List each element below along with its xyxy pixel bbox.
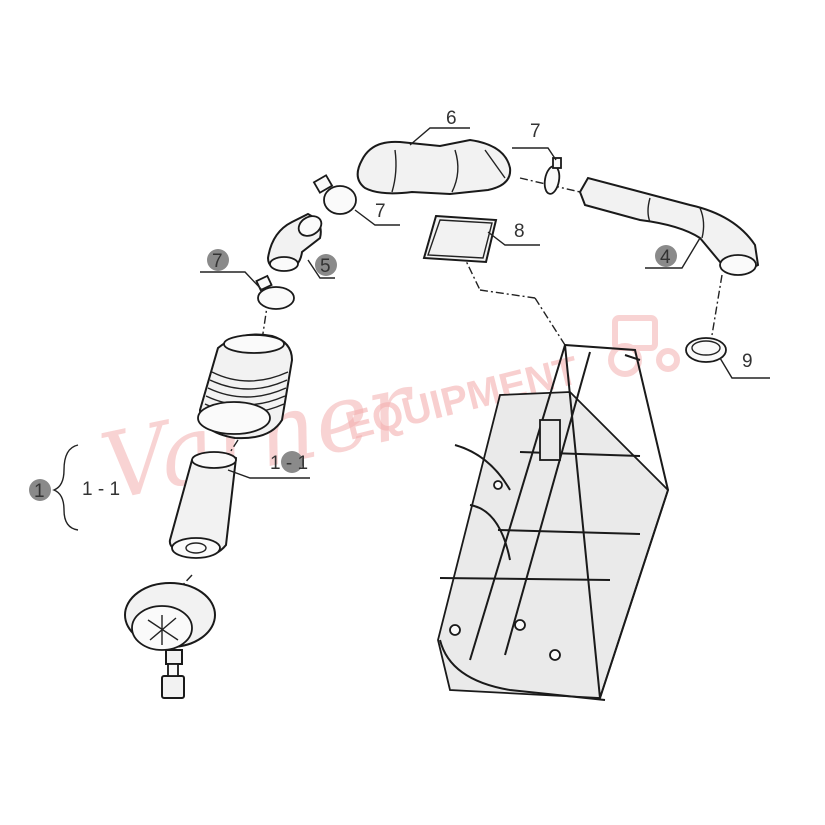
hose-clamp-part-9 bbox=[685, 337, 727, 363]
label-1-1-right: 1 - 1 bbox=[270, 453, 308, 474]
label-7a: 7 bbox=[530, 121, 541, 142]
label-5: 5 bbox=[320, 256, 331, 277]
leader-lines bbox=[52, 127, 770, 531]
callout-7-lower: 7 bbox=[207, 249, 229, 272]
callout-1-1-left: 1 - 1 bbox=[82, 479, 120, 500]
callout-7-top: 7 bbox=[530, 121, 541, 142]
hose-clamp-part-7-upper bbox=[543, 157, 562, 195]
label-8: 8 bbox=[514, 221, 525, 242]
mounting-frame bbox=[437, 343, 670, 701]
callout-1-1-right: 1 - 1 bbox=[270, 451, 308, 474]
label-7b: 7 bbox=[375, 201, 386, 222]
label-4: 4 bbox=[660, 247, 671, 268]
hose-clamp-part-7-lower bbox=[255, 274, 295, 310]
label-1: 1 bbox=[34, 481, 45, 502]
label-1-1-left: 1 - 1 bbox=[82, 479, 120, 500]
hose-clamp-part-7-middle bbox=[312, 174, 357, 215]
callout-8: 8 bbox=[514, 221, 525, 242]
label-7c: 7 bbox=[212, 251, 223, 272]
callout-5: 5 bbox=[315, 254, 337, 277]
air-cleaner-housing-part-1 bbox=[197, 333, 294, 440]
label-6: 6 bbox=[446, 108, 457, 129]
callout-4: 4 bbox=[655, 245, 677, 268]
watermark-tractor-icon bbox=[608, 315, 680, 377]
air-cleaner-end-cap bbox=[124, 582, 216, 699]
filter-element-part-1-1 bbox=[168, 451, 238, 559]
gasket-plate-part-8 bbox=[422, 214, 498, 264]
callout-9: 9 bbox=[742, 351, 753, 372]
label-9: 9 bbox=[742, 351, 753, 372]
callout-6: 6 bbox=[446, 108, 457, 129]
callout-7-middle: 7 bbox=[375, 201, 386, 222]
intake-hose-part-4 bbox=[578, 176, 760, 276]
rubber-elbow-part-5 bbox=[266, 212, 323, 272]
callout-1: 1 bbox=[29, 479, 51, 502]
intake-manifold-part-6 bbox=[356, 138, 512, 196]
